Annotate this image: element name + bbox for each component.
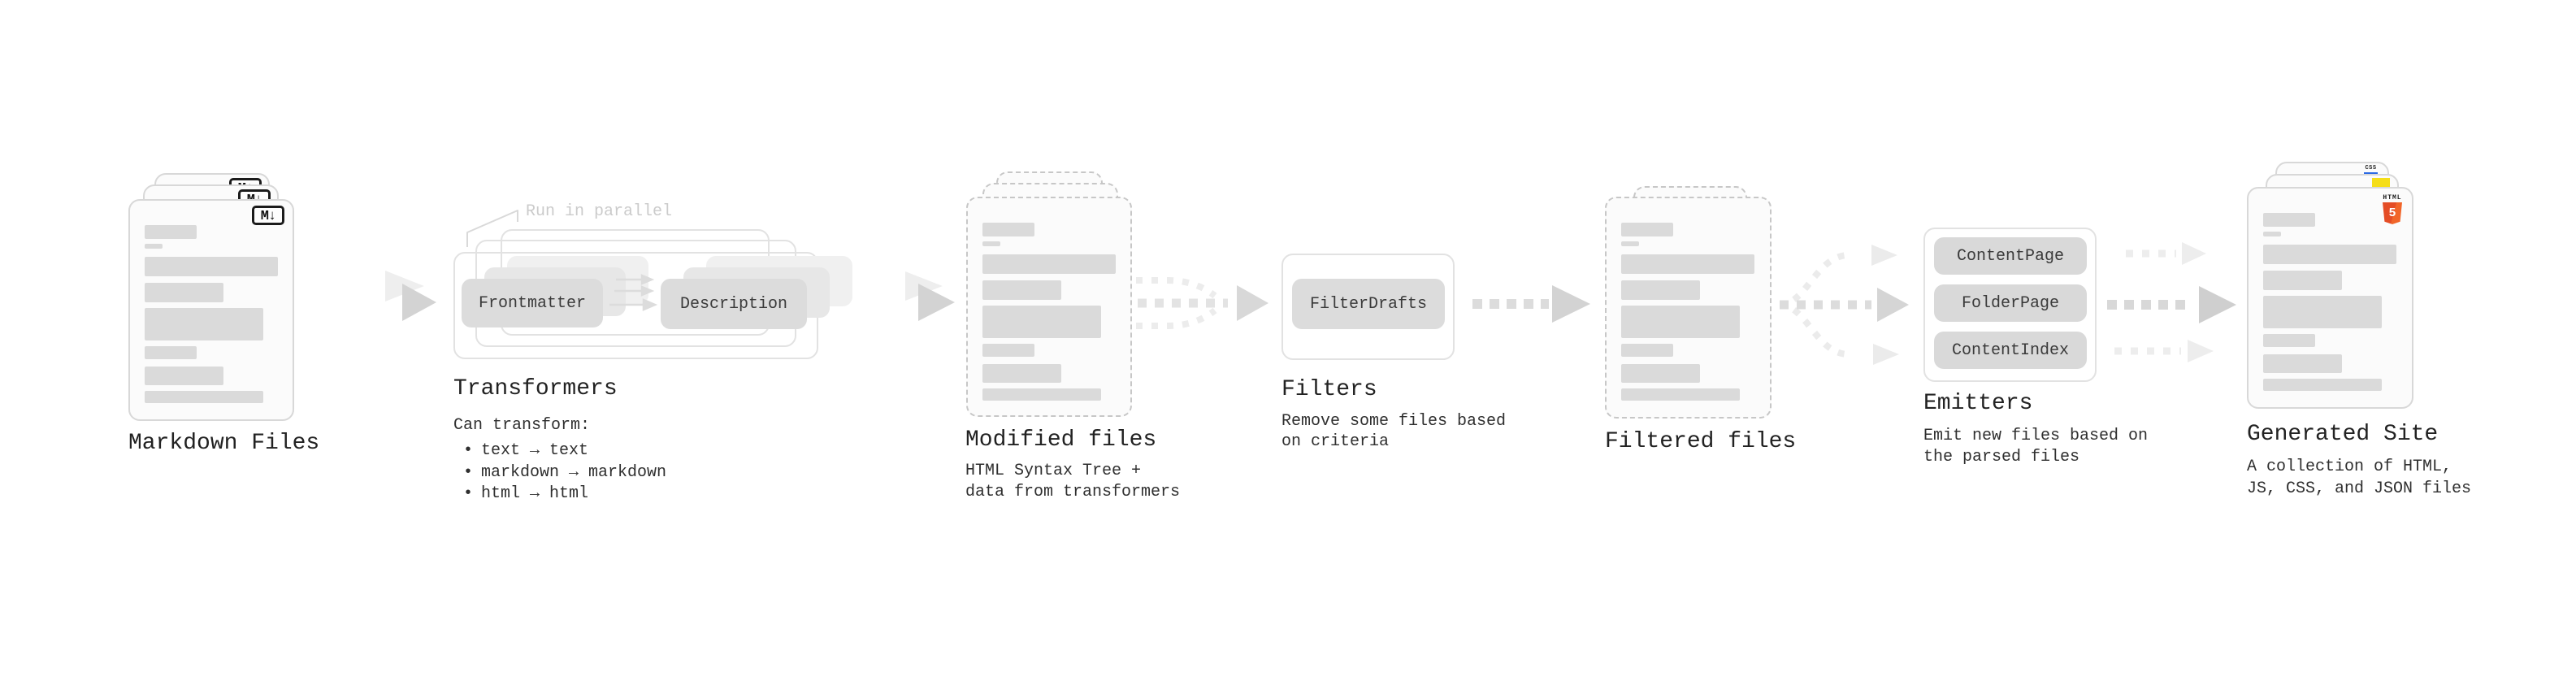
text-skeleton	[2263, 213, 2397, 391]
dashed-arrow-icon	[1472, 285, 1590, 323]
markdown-file-card-front: M↓	[128, 199, 294, 421]
filterdrafts-pill: FilterDrafts	[1292, 279, 1445, 329]
frontmatter-pill: Frontmatter	[462, 279, 603, 327]
generated-site-desc: A collection of HTML, JS, CSS, and JSON …	[2247, 458, 2472, 498]
markdown-icon: M↓	[252, 206, 284, 225]
filters-desc: Remove some files based on criteria	[1281, 412, 1507, 451]
filters-label: Filters	[1281, 377, 1377, 402]
css-icon: CSS	[2364, 165, 2378, 175]
site-file-card-front: HTML 5	[2247, 187, 2413, 409]
description-pill: Description	[661, 279, 807, 329]
text-skeleton	[982, 223, 1116, 401]
html5-shield-icon: 5	[2383, 202, 2402, 224]
contentpage-pill: ContentPage	[1934, 237, 2087, 275]
generated-site-label: Generated Site	[2247, 422, 2439, 447]
text-skeleton	[145, 225, 278, 403]
dashed-arrow-icon	[829, 271, 955, 321]
transformers-desc-title: Can transform:	[453, 416, 591, 435]
filtered-files-label: Filtered files	[1605, 429, 1797, 454]
merge-arrow-icon	[1136, 277, 1268, 329]
transformers-bullets: text → text markdown → markdown html → h…	[453, 440, 666, 505]
filtered-file-card-front	[1605, 197, 1772, 419]
modified-file-card-front	[966, 197, 1132, 417]
bullet-item: html → html	[453, 484, 666, 505]
emitters-label: Emitters	[1923, 391, 2033, 416]
bullet-item: markdown → markdown	[453, 462, 666, 484]
modified-files-desc: HTML Syntax Tree + data from transformer…	[965, 462, 1181, 501]
javascript-icon	[2372, 178, 2390, 189]
html5-icon: HTML 5	[2381, 194, 2404, 224]
callout-line-icon	[466, 210, 518, 247]
contentindex-pill: ContentIndex	[1934, 332, 2087, 369]
transformers-label: Transformers	[453, 376, 618, 401]
dashed-arrow-icon	[307, 271, 436, 321]
folderpage-pill: FolderPage	[1934, 284, 2087, 322]
run-in-parallel-note: Run in parallel	[526, 202, 673, 221]
triple-arrow-icon	[2107, 242, 2236, 362]
emitters-desc: Emit new files based on the parsed files	[1923, 427, 2149, 466]
bullet-item: text → text	[453, 440, 666, 462]
pill-arrows-icon	[609, 274, 658, 311]
markdown-files-label: Markdown Files	[128, 431, 320, 456]
text-skeleton	[1621, 223, 1755, 401]
modified-files-label: Modified files	[965, 427, 1157, 453]
split-arrow-icon	[1779, 245, 1909, 365]
